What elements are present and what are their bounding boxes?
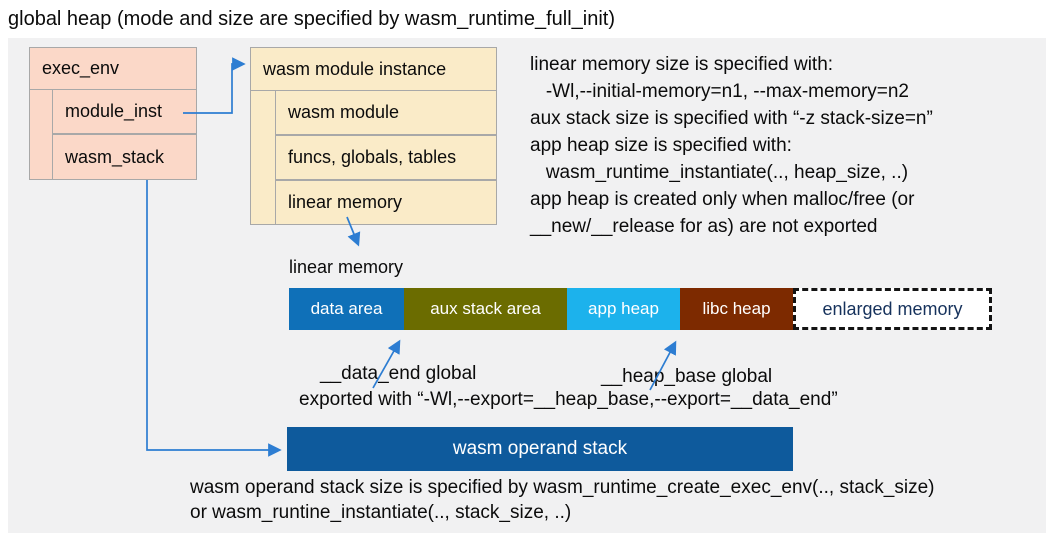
diagram-title: global heap (mode and size are specified… [8,8,615,30]
note-line: -Wl,--initial-memory=n1, --max-memory=n2 [530,81,909,102]
segment-data-area: data area [289,288,404,330]
note-line: __new/__release for as) are not exported [530,216,878,237]
wasm-operand-stack-box: wasm operand stack [287,427,793,471]
exec-env-field-module-inst: module_inst [52,89,197,134]
segment-aux-stack-area: aux stack area [404,288,567,330]
module-instance-field-wasm-module: wasm module [275,90,497,135]
note-line: app heap size is specified with: [530,135,792,156]
data-end-global-label: __data_end global [320,363,477,384]
segment-app-heap: app heap [567,288,680,330]
segment-enlarged-memory: enlarged memory [793,288,992,330]
module-instance-field-funcs-globals-tables: funcs, globals, tables [275,135,497,180]
note-line: aux stack size is specified with “-z sta… [530,108,933,129]
size-notes: linear memory size is specified with: -W… [530,51,933,240]
note-line: app heap is created only when malloc/fre… [530,189,915,210]
linear-memory-label: linear memory [289,257,404,277]
heap-base-global-label: __heap_base global [601,366,773,387]
module-instance-title: wasm module instance [251,48,496,91]
operand-stack-note-line1: wasm operand stack size is specified by … [190,477,935,498]
note-line: wasm_runtime_instantiate(.., heap_size, … [530,162,909,183]
operand-stack-note-line2: or wasm_runtine_instantiate(.., stack_si… [190,502,572,523]
note-line: linear memory size is specified with: [530,54,834,75]
segment-libc-heap: libc heap [680,288,793,330]
exec-env-title: exec_env [30,48,196,90]
exported-with-label: exported with “-Wl,--export=__heap_base,… [299,389,838,410]
module-instance-field-linear-memory: linear memory [275,180,497,225]
exec-env-field-wasm-stack: wasm_stack [52,134,197,180]
